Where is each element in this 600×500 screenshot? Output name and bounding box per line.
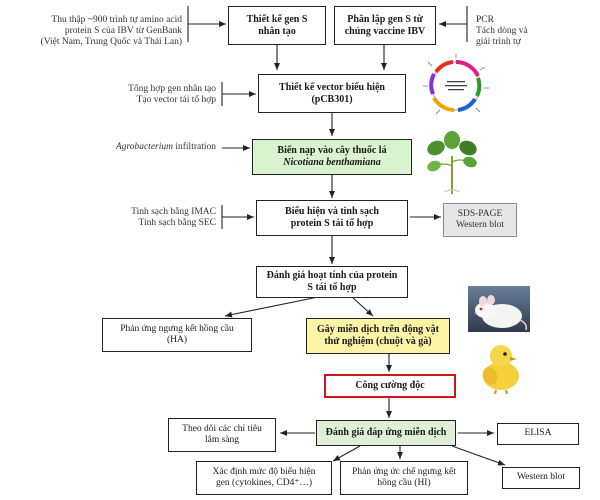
box-design-gene-line2: nhân tạo [258, 25, 296, 37]
box-immunization-line2: thử nghiệm (chuột và gà) [324, 336, 432, 347]
note-pcr-line2: Tách dòng và [476, 26, 528, 37]
edge-activity-to-ha [224, 296, 319, 318]
box-western-blot: Western blot [502, 467, 580, 489]
box-activity-line1: Đánh giá hoạt tính của protein [266, 270, 398, 281]
box-hi-line1: Phản ứng ức chế ngưng kết [352, 466, 456, 477]
box-vector-line1: Thiết kế vector biểu hiện [279, 81, 385, 93]
box-sds-line2: Western blot [455, 220, 505, 230]
box-challenge-label: Công cường độc [355, 380, 425, 391]
box-elisa-label: ELISA [524, 428, 552, 439]
note-synth-line1: Tổng hợp gen nhân tạo [128, 84, 216, 94]
box-cytokine-line2: gen (cytokines, CD4⁺…) [215, 478, 313, 488]
box-sds: SDS-PAGE Western blot [443, 203, 517, 237]
note-agro: Agrobacterium infiltration [60, 142, 216, 153]
box-elisa: ELISA [497, 423, 579, 445]
plasmid-map-illustration [423, 54, 489, 115]
note-purify: Tinh sạch bằng IMAC Tinh sạch bằng SEC [60, 207, 216, 229]
box-immune-response-label: Đánh giá đáp ứng miễn dịch [325, 427, 447, 438]
box-challenge: Công cường độc [324, 374, 456, 398]
edge-response-to-wb [451, 445, 506, 466]
box-hi-line2: hồng cầu (HI) [377, 478, 431, 488]
box-western-blot-label: Western blot [516, 472, 566, 483]
note-agro-italic: Agrobacterium [115, 142, 173, 152]
box-transform: Biến nạp vào cây thuốc lá Nicotiana bent… [252, 139, 412, 175]
edge-response-to-cytokine [332, 445, 361, 462]
box-transform-line1: Biến nạp vào cây thuốc lá [277, 145, 387, 156]
box-isolate-gene-line1: Phân lập gen S từ [347, 13, 423, 25]
note-purify-line2: Tinh sạch bằng SEC [138, 218, 216, 229]
edge-pcr-to-isolate [439, 6, 468, 42]
box-cytokine: Xác định mức độ biểu hiện gen (cytokines… [196, 461, 332, 495]
edge-purify-to-express [221, 205, 254, 229]
box-vector: Thiết kế vector biểu hiện (pCB301) [258, 74, 406, 113]
note-collect-line2: protein S của IBV từ GenBank [64, 26, 182, 37]
note-pcr-line3: giải trình tự [476, 37, 521, 48]
box-ha: Phản ứng ngưng kết hồng cầu (HA) [102, 318, 252, 352]
edge-activity-to-immun [351, 296, 374, 317]
tobacco-plant-illustration [427, 131, 477, 194]
edge-synth-to-vector [221, 82, 256, 106]
box-express-line1: Biểu hiện và tinh sạch [285, 206, 379, 217]
box-sds-line1: SDS-PAGE [457, 208, 503, 219]
box-ha-line2: (HA) [166, 335, 188, 345]
box-clinical-line1: Theo dõi các chỉ tiêu [182, 423, 262, 434]
box-immunization-line1: Gây miễn dịch trên động vật [317, 324, 439, 335]
box-express-line2: protein S tái tổ hợp [290, 218, 374, 229]
note-synth-line2: Tạo vector tái tổ hợp [136, 95, 216, 106]
note-pcr-line1: PCR [476, 15, 494, 25]
box-hi: Phản ứng ức chế ngưng kết hồng cầu (HI) [340, 461, 468, 495]
box-express: Biểu hiện và tinh sạch protein S tái tổ … [256, 200, 408, 236]
box-clinical: Theo dõi các chỉ tiêu lâm sàng [168, 418, 276, 452]
mouse-photo [468, 286, 530, 332]
box-ha-line1: Phản ứng ngưng kết hồng cầu [120, 323, 234, 334]
box-cytokine-line1: Xác định mức độ biểu hiện [212, 466, 316, 477]
box-transform-line2: Nicotiana benthamiana [283, 157, 381, 168]
note-collect-line3: (Việt Nam, Trung Quốc và Thái Lan) [40, 37, 182, 48]
box-activity: Đánh giá hoạt tính của protein S tái tổ … [256, 266, 408, 298]
box-design-gene: Thiết kế gen S nhân tạo [228, 6, 326, 45]
note-collect-sequences: Thu thập ~900 trình tự amino acid protei… [2, 15, 182, 49]
note-agro-rest: infiltration [172, 142, 216, 152]
box-isolate-gene-line2: chủng vaccine IBV [344, 25, 426, 37]
edge-collect-to-design [187, 6, 226, 42]
box-immunization: Gây miễn dịch trên động vật thử nghiệm (… [306, 318, 450, 354]
box-design-gene-line1: Thiết kế gen S [246, 13, 308, 25]
note-synth: Tổng hợp gen nhân tạo Tạo vector tái tổ … [60, 84, 216, 106]
box-isolate-gene: Phân lập gen S từ chủng vaccine IBV [334, 6, 436, 45]
note-pcr: PCR Tách dòng và giải trình tự [476, 15, 596, 49]
box-activity-line2: S tái tổ hợp [307, 282, 357, 293]
note-collect-line1: Thu thập ~900 trình tự amino acid [51, 15, 182, 25]
note-purify-line1: Tinh sạch bằng IMAC [131, 207, 216, 217]
box-vector-line2: (pCB301) [311, 93, 353, 105]
box-immune-response: Đánh giá đáp ứng miễn dịch [316, 420, 456, 446]
chick-photo [470, 336, 532, 394]
box-clinical-line2: lâm sàng [204, 435, 240, 445]
